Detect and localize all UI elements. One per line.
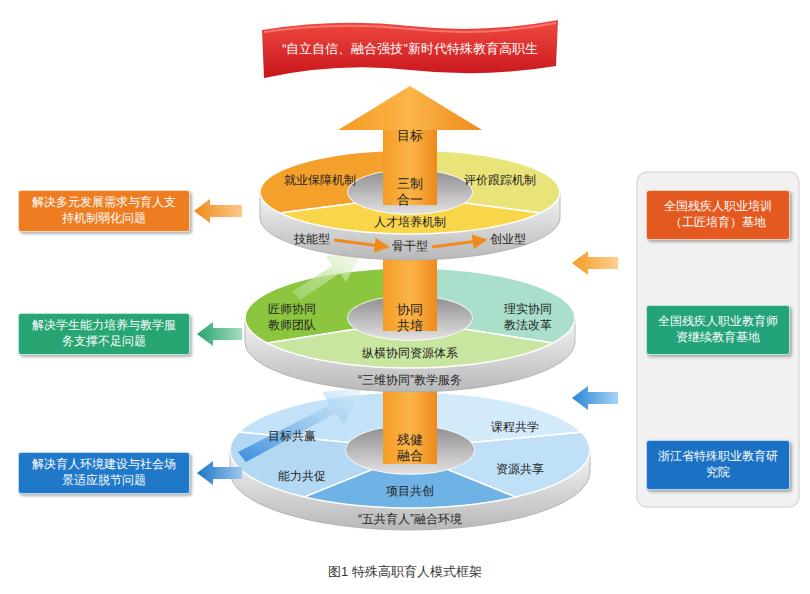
- support-box: 全国残疾人职业培训（工匠培育）基地: [646, 190, 790, 240]
- ring-segment: 课程共学: [485, 420, 545, 436]
- node-text: 资源共享: [496, 462, 544, 478]
- ring-segment: 理实协同教法改革: [499, 302, 557, 334]
- ring-band-label: 技能型: [287, 232, 337, 248]
- ring-band-label: “三维协同”教学服务: [340, 373, 480, 389]
- side-arrow: [572, 386, 618, 410]
- support-box: 全国残疾人职业教育师资继续教育基地: [646, 305, 790, 355]
- node-text: 全国残疾人职业培训（工匠培育）基地: [655, 199, 781, 230]
- ring-segment: 资源共享: [490, 462, 550, 478]
- node-text: 解决多元发展需求与育人支持机制弱化问题: [27, 195, 181, 226]
- node-text: 项目共创: [386, 484, 434, 500]
- node-text: 理实协同教法改革: [499, 302, 557, 333]
- node-text: 匠师协同教师团队: [263, 302, 321, 333]
- problem-box: 解决育人环境建设与社会场景适应脱节问题: [18, 452, 190, 494]
- ring-segment: 就业保障机制: [275, 173, 365, 189]
- side-arrow: [197, 322, 242, 346]
- figure-caption: 图1 特殊高职育人模式框架: [328, 564, 482, 580]
- node-text: 纵横协同资源体系: [362, 346, 458, 362]
- problem-box: 解决学生能力培养与教学服务支撑不足问题: [18, 313, 190, 355]
- side-arrow: [197, 461, 242, 485]
- ring-segment: 人才培养机制: [360, 215, 460, 231]
- flow-arrow: [334, 240, 388, 247]
- arrow-label: 目标: [390, 128, 430, 144]
- support-box: 浙江省特殊职业教育研究院: [646, 440, 790, 490]
- side-arrow: [572, 251, 618, 275]
- arrow-label: 协同共培: [396, 302, 423, 333]
- node-text: 创业型: [490, 232, 526, 248]
- ring-band-label: 创业型: [483, 232, 533, 248]
- arrow-label: 残健融合: [396, 432, 423, 463]
- ring-segment: 目标共赢: [262, 429, 322, 445]
- goal-banner: “自立自信、融合强技”新时代特殊教育高职生: [258, 16, 562, 82]
- ring-band-label: 骨干型: [385, 239, 435, 255]
- node-text: 能力共促: [278, 469, 326, 485]
- arrow-label: 三制合一: [396, 176, 423, 207]
- ring-segment: 匠师协同教师团队: [263, 302, 321, 334]
- ring-segment: 评价跟踪机制: [455, 173, 545, 189]
- arrow-head: [338, 86, 482, 130]
- node-text: 浙江省特殊职业教育研究院: [655, 449, 781, 480]
- side-arrow: [194, 199, 242, 223]
- problem-box: 解决多元发展需求与育人支持机制弱化问题: [18, 190, 190, 232]
- node-text: 解决学生能力培养与教学服务支撑不足问题: [27, 318, 181, 349]
- rising-arrow: [238, 388, 362, 462]
- node-text: 人才培养机制: [374, 215, 446, 231]
- ring-band-label: “五共育人”融合环境: [340, 512, 480, 528]
- node-text: “自立自信、融合强技”新时代特殊教育高职生: [282, 41, 538, 58]
- node-text: 解决育人环境建设与社会场景适应脱节问题: [27, 457, 181, 488]
- node-text: “三维协同”教学服务: [358, 373, 462, 389]
- node-text: 评价跟踪机制: [464, 173, 536, 189]
- node-text: 就业保障机制: [284, 173, 356, 189]
- node-text: 课程共学: [491, 420, 539, 436]
- ring-segment: 项目共创: [380, 484, 440, 500]
- node-text: 目标共赢: [268, 429, 316, 445]
- ring-segment: 纵横协同资源体系: [350, 346, 470, 362]
- right-panel: [637, 172, 799, 507]
- ring-segment: 能力共促: [272, 469, 332, 485]
- flow-arrow: [432, 240, 486, 247]
- rising-arrow: [292, 252, 362, 300]
- node-text: 全国残疾人职业教育师资继续教育基地: [655, 314, 781, 345]
- node-text: 骨干型: [392, 239, 428, 255]
- node-text: “五共育人”融合环境: [358, 512, 462, 528]
- node-text: 技能型: [294, 232, 330, 248]
